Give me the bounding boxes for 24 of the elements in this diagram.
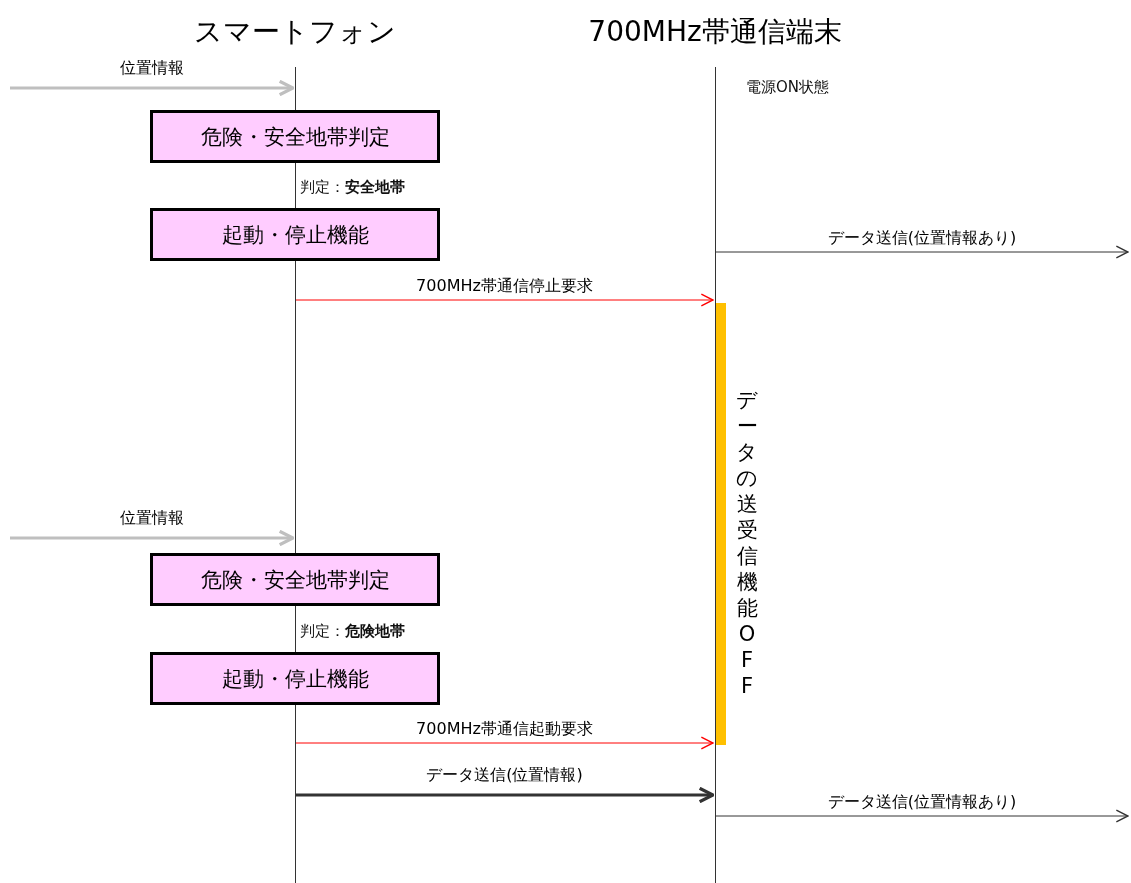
edge-label: 位置情報 (118, 508, 185, 528)
arrow (715, 809, 1129, 823)
judgement-note: 判定：安全地帯 (300, 178, 405, 197)
process-box: 起動・停止機能 (150, 208, 440, 261)
edge-label: データ送信(位置情報) (425, 765, 584, 785)
edge-label: データ送信(位置情報あり) (826, 792, 1018, 812)
arrow (296, 786, 715, 804)
process-box: 危険・安全地帯判定 (150, 110, 440, 163)
edge-label: データ送信(位置情報あり) (826, 228, 1018, 248)
judgement-note: 判定：危険地帯 (300, 622, 405, 641)
edge-label: 位置情報 (118, 58, 185, 78)
lifeline-title: スマートフォン (193, 14, 397, 50)
lifeline-title: 700MHz帯通信端末 (587, 14, 843, 50)
edge-label: 700MHz帯通信起動要求 (415, 719, 594, 739)
state-label: データの送受信機能OFF (735, 387, 759, 699)
arrow (715, 245, 1129, 259)
state-note: 電源ON状態 (746, 78, 830, 97)
arrow (10, 529, 295, 547)
process-box: 危険・安全地帯判定 (150, 553, 440, 606)
arrow (295, 736, 714, 750)
arrow (10, 79, 295, 97)
process-box: 起動・停止機能 (150, 652, 440, 705)
edge-label: 700MHz帯通信停止要求 (415, 276, 594, 296)
arrow (295, 293, 714, 307)
